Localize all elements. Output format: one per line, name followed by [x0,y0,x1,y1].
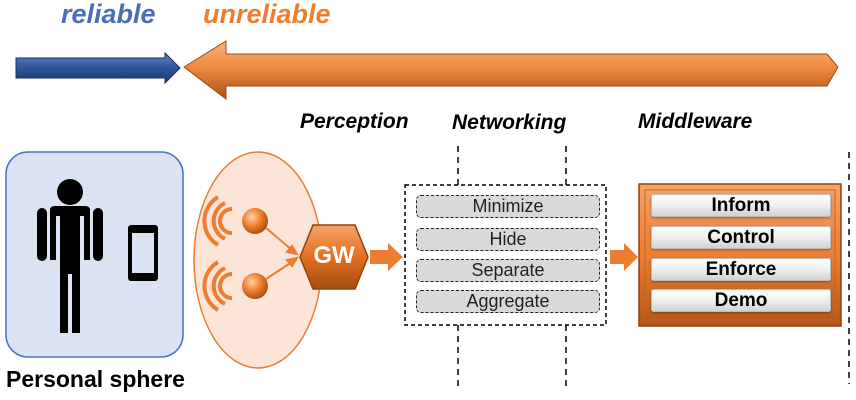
middleware-inform: Inform [651,194,831,217]
unreliable-label: unreliable [203,0,331,29]
smartphone-icon [128,225,158,281]
pet-separate: Separate [416,259,600,282]
personal-sphere-caption: Personal sphere [6,366,185,392]
sensor-node [242,208,268,234]
networking-heading: Networking [452,111,567,134]
middleware-enforce: Enforce [651,258,831,281]
signal-waves-icon [202,260,233,312]
person-icon [37,179,103,333]
gateway-hexagon [299,224,369,290]
dashed-guides [457,146,850,388]
sensor-node [242,273,268,299]
pet-aggregate: Aggregate [416,290,600,313]
pet-minimize: Minimize [416,195,600,218]
unreliable-arrow [183,40,839,101]
flow-arrow [370,243,403,271]
middleware-control: Control [651,226,831,249]
reliable-arrow [15,51,181,85]
signal-waves-icon [202,195,233,247]
perception-heading: Perception [300,110,409,133]
middleware-heading: Middleware [638,110,753,133]
middleware-demo: Demo [651,289,831,312]
gateway-label: GW [313,242,355,269]
sensor-links [265,227,300,280]
flow-arrow [610,243,638,271]
pet-hide: Hide [416,228,600,251]
reliable-label: reliable [61,0,156,29]
